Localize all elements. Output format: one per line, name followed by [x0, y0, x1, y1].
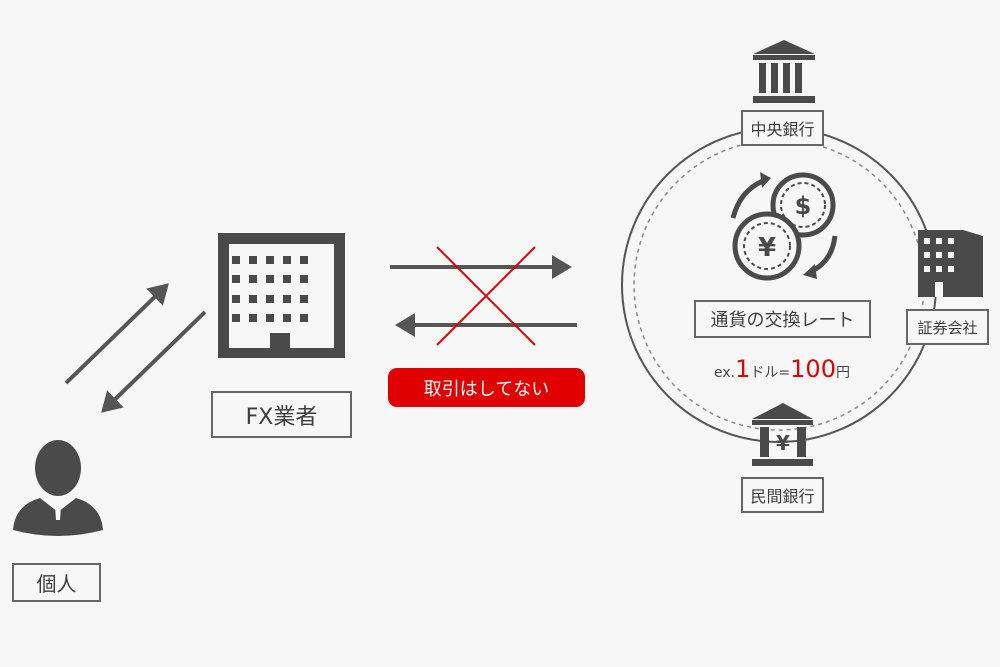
arrow-to-broker [64, 283, 169, 385]
market-circle [621, 127, 937, 443]
central-bank-icon [753, 40, 815, 103]
person-icon [13, 440, 103, 536]
central-bank-label: 中央銀行 [741, 110, 824, 146]
private-bank-label: 民間銀行 [741, 477, 824, 513]
rate-unit-dollar: ドル [750, 365, 779, 381]
rate-equals: = [778, 365, 791, 381]
no-trade-badge: 取引はしてない [388, 368, 585, 407]
private-bank-icon: ¥ [752, 403, 813, 466]
svg-text:¥: ¥ [776, 431, 790, 455]
rate-amount-dollar: 1 [735, 355, 751, 383]
arrow-to-individual [101, 310, 207, 413]
currency-exchange-icon: $ ¥ [730, 172, 838, 281]
exchange-rate-label: 通貨の交換レート [694, 300, 871, 338]
rate-prefix: ex. [714, 365, 736, 381]
svg-text:¥: ¥ [758, 233, 776, 263]
office-building-icon [218, 233, 345, 358]
rate-unit-yen: 円 [835, 365, 850, 381]
rate-amount-yen: 100 [790, 355, 836, 383]
securities-building-icon [918, 230, 983, 297]
cross-mark-icon [436, 246, 536, 346]
individual-label: 個人 [12, 563, 101, 602]
securities-company-label: 証券会社 [906, 309, 989, 345]
svg-text:$: $ [795, 192, 812, 220]
fx-broker-label: FX業者 [211, 391, 352, 438]
rate-example: ex.1ドル=100円 [700, 355, 864, 383]
